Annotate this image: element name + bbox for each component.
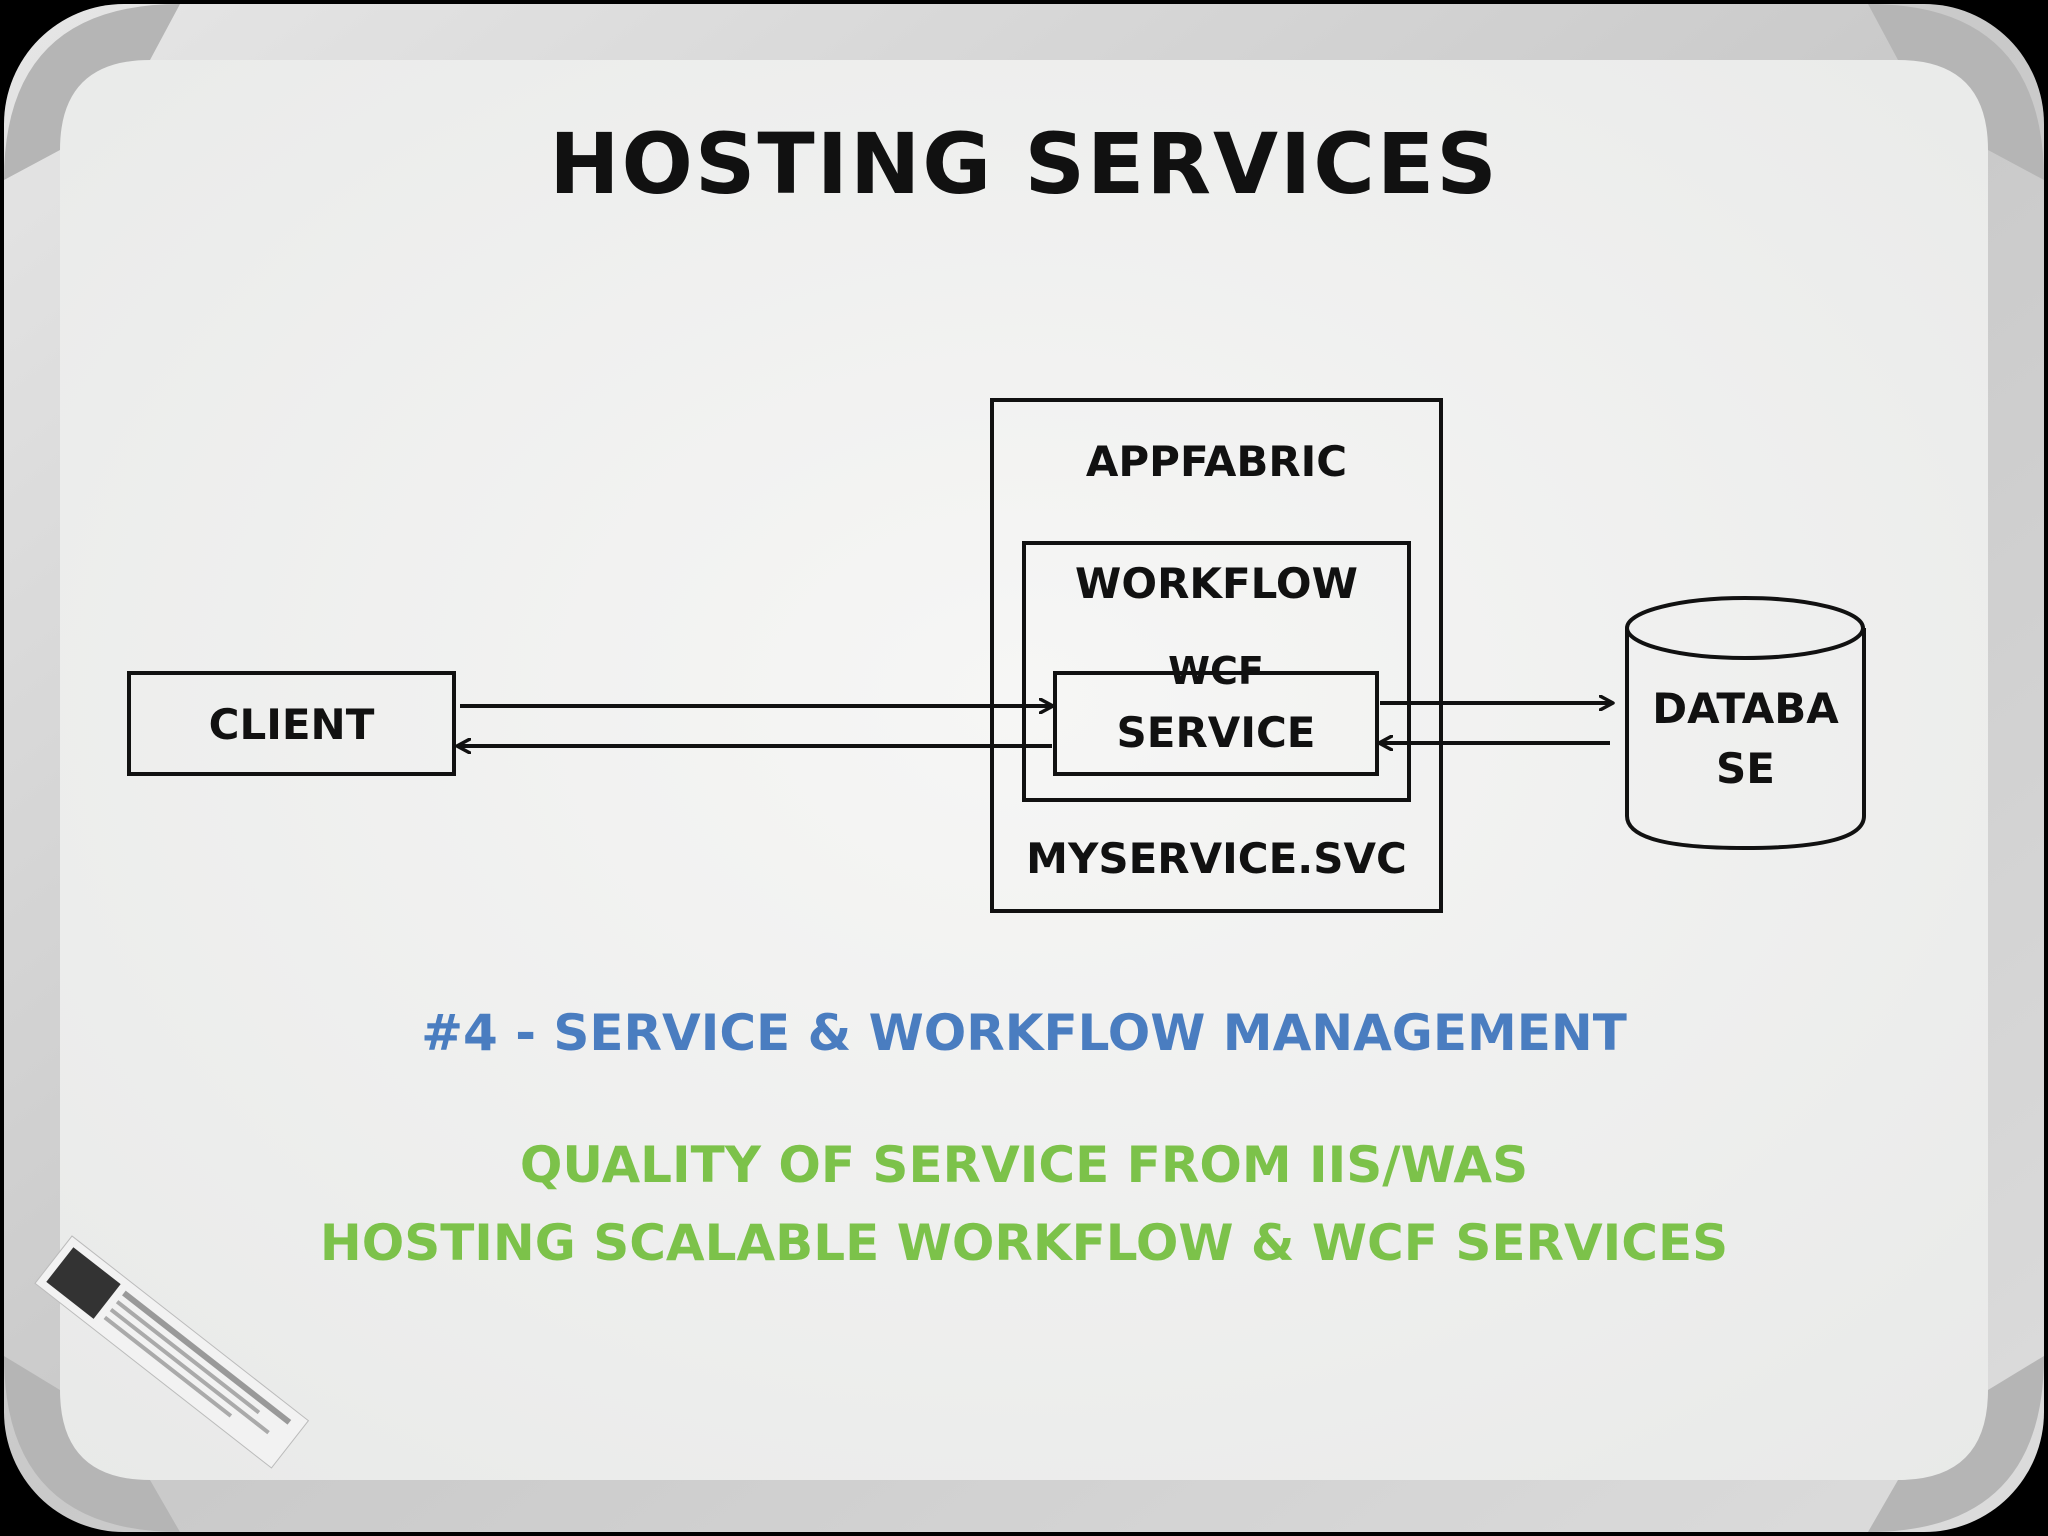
corner-cap-bl bbox=[4, 1356, 180, 1532]
database-cylinder bbox=[1625, 596, 1866, 851]
subtitle: #4 - Service & Workflow Management bbox=[421, 1004, 1627, 1062]
note-line-2: Hosting Scalable Workflow & WCF Services bbox=[319, 1214, 1729, 1272]
corner-cap-tl bbox=[4, 4, 180, 180]
appfabric-label: AppFabric bbox=[1085, 437, 1348, 486]
note-line-1: Quality of Service from IIS/WAS bbox=[519, 1136, 1529, 1194]
database-label-line2: se bbox=[1716, 744, 1775, 793]
page-title: Hosting Services bbox=[549, 115, 1499, 213]
appfabric-box bbox=[990, 398, 1443, 913]
workflow-label: Workflow bbox=[1075, 559, 1358, 608]
service-label: Service bbox=[1116, 708, 1316, 757]
workflow-box bbox=[1022, 541, 1411, 802]
database-label-line1: Databa bbox=[1652, 684, 1839, 733]
client-label: Client bbox=[208, 700, 375, 749]
myservice-label: MyService.svc bbox=[1026, 834, 1407, 883]
manufacturer-sticker bbox=[34, 1235, 310, 1469]
corner-cap-br bbox=[1868, 1356, 2044, 1532]
client-box bbox=[127, 671, 456, 776]
corner-cap-tr bbox=[1868, 4, 2044, 180]
wcf-label: WCF bbox=[1168, 649, 1264, 693]
wcf-service-box bbox=[1053, 671, 1379, 776]
